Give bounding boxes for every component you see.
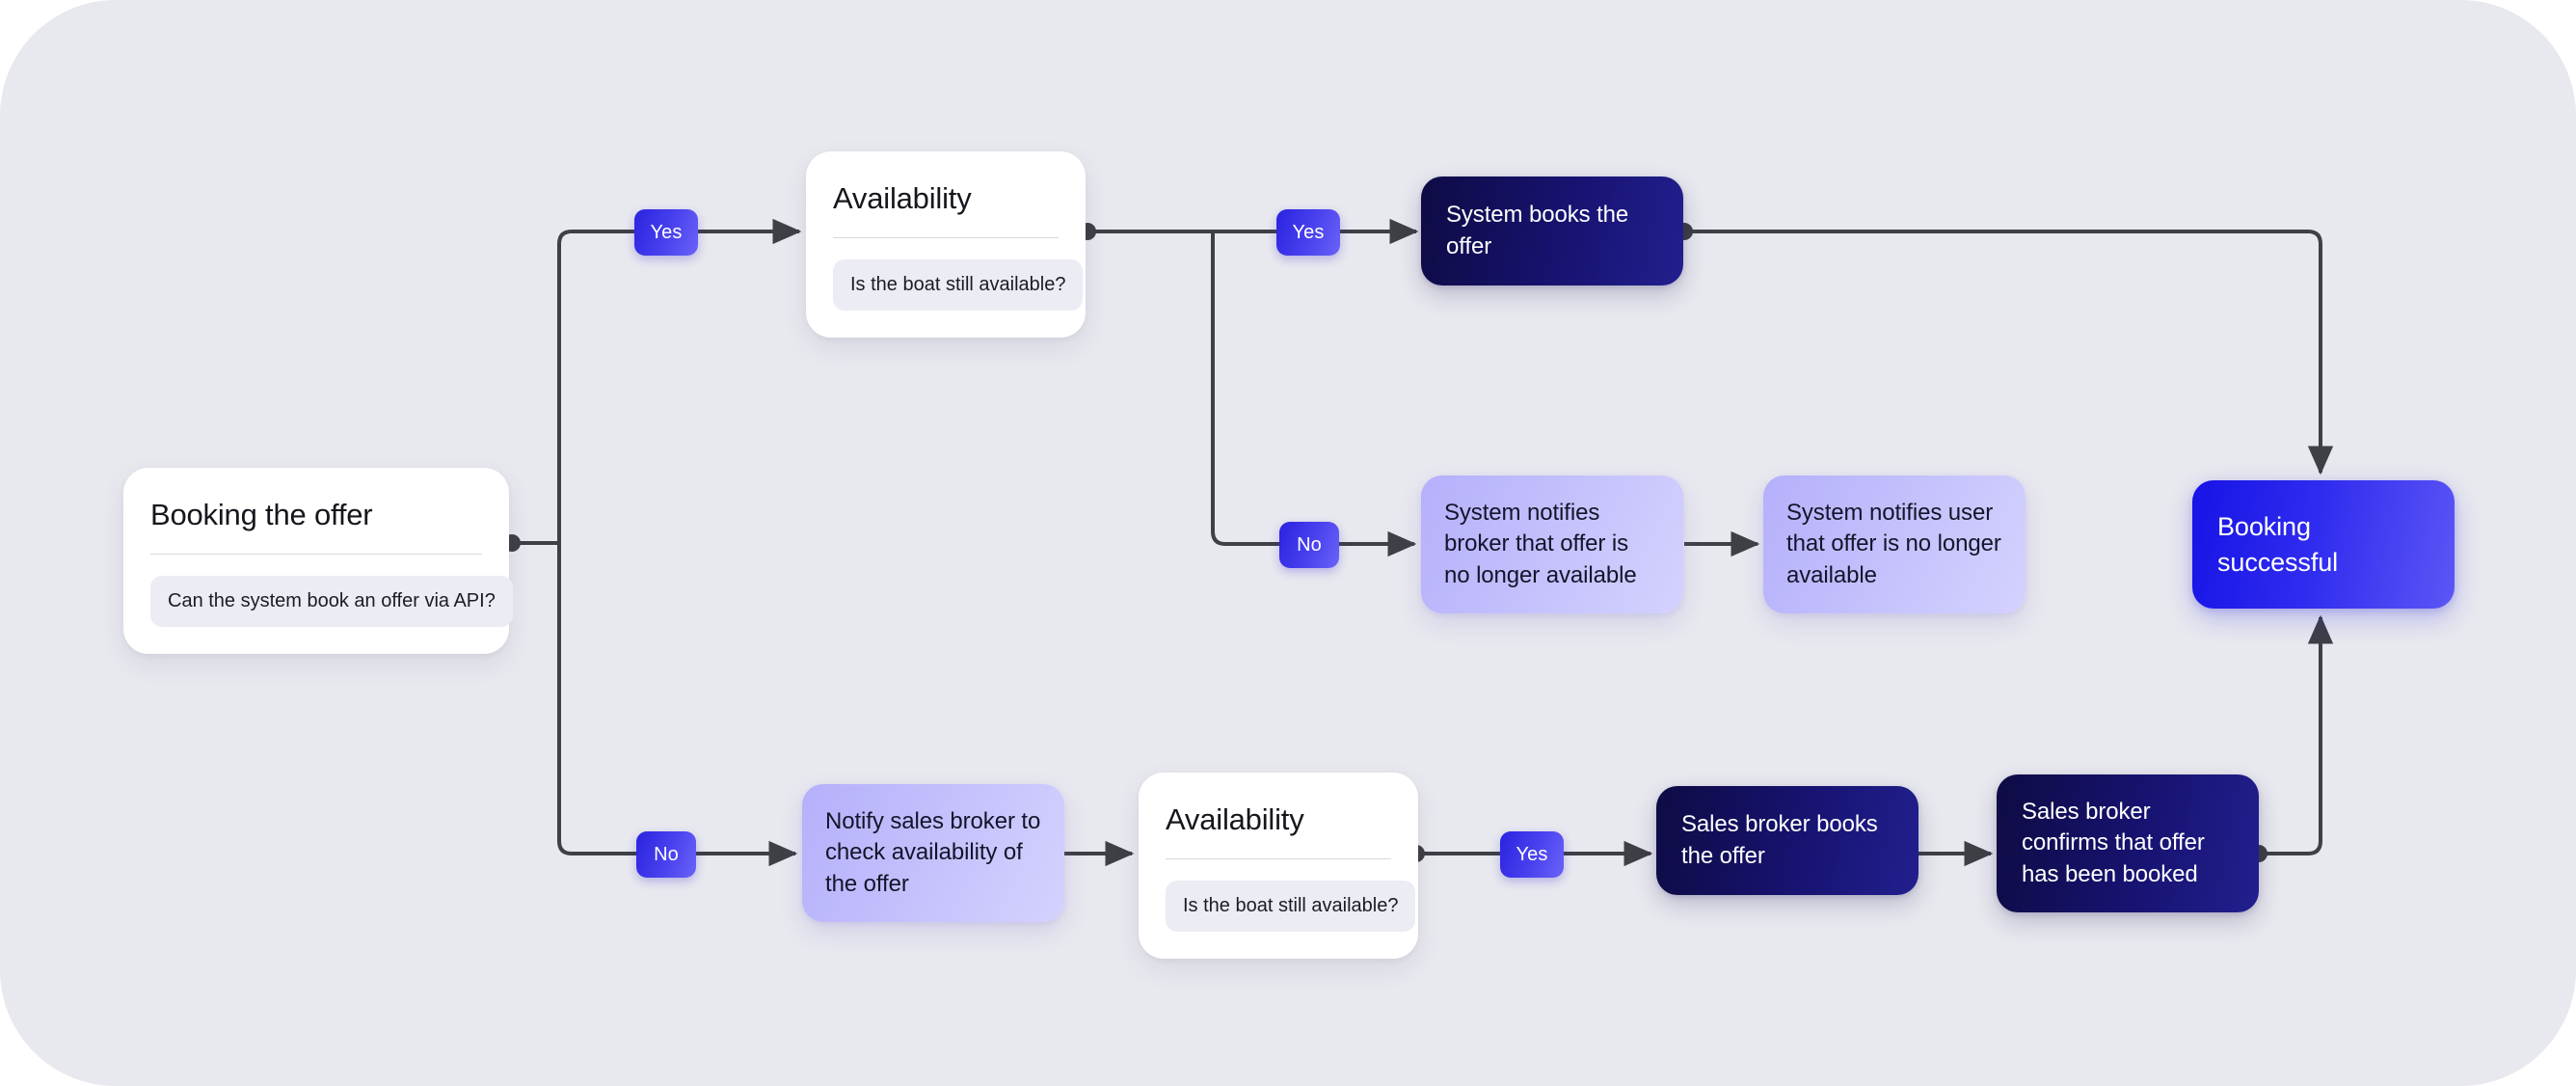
node-sales-broker-books[interactable]: Sales broker books the offer (1656, 786, 1919, 895)
badge-text: Yes (650, 222, 683, 243)
card-title: Booking the offer (150, 498, 373, 531)
edge-label-start-yes[interactable]: Yes (634, 209, 698, 256)
node-booking-the-offer[interactable]: Booking the offer Can the system book an… (123, 468, 513, 655)
node-label: Sales broker books the offer (1681, 811, 1878, 869)
node-label: System notifies broker that offer is no … (1444, 500, 1637, 588)
edge-system-books-to-booking-successful (1684, 230, 2334, 475)
badge-text: No (1297, 534, 1322, 556)
node-notify-user-unavailable[interactable]: System notifies user that offer is no lo… (1763, 475, 2026, 613)
card-title: Availability (833, 181, 972, 215)
card-divider (833, 237, 1059, 239)
edge-label-availability-top-no[interactable]: No (1279, 522, 1339, 568)
card-question-chip: Can the system book an offer via API? (150, 576, 513, 628)
card-question-chip: Is the boat still available? (1166, 881, 1416, 933)
node-label: Notify sales broker to check availabilit… (825, 808, 1041, 897)
node-availability-bottom[interactable]: Availability Is the boat still available… (1139, 773, 1418, 960)
edge-availability-top-no (1211, 231, 1417, 557)
edge-label-availability-bottom-yes[interactable]: Yes (1500, 831, 1564, 878)
node-label: System notifies user that offer is no lo… (1786, 500, 2001, 588)
node-availability-top[interactable]: Availability Is the boat still available… (806, 151, 1086, 339)
edge-start-no-to-notify-broker (557, 543, 798, 867)
node-sales-broker-confirms[interactable]: Sales broker confirms that offer has bee… (1997, 774, 2259, 912)
edge-label-start-no[interactable]: No (636, 831, 696, 878)
badge-text: Yes (1516, 844, 1548, 865)
badge-text: Yes (1292, 222, 1325, 243)
card-title: Availability (1166, 802, 1304, 836)
node-label: System books the offer (1446, 202, 1629, 259)
edge-label-availability-top-yes[interactable]: Yes (1276, 209, 1340, 256)
edge-start-yes-to-availability-top (557, 218, 802, 543)
node-booking-successful[interactable]: Booking successful (2192, 480, 2455, 609)
node-notify-broker-unavailable[interactable]: System notifies broker that offer is no … (1421, 475, 1683, 613)
node-system-books-the-offer[interactable]: System books the offer (1421, 176, 1683, 285)
card-divider (150, 554, 482, 556)
node-label: Sales broker confirms that offer has bee… (2022, 799, 2205, 887)
node-notify-sales-broker[interactable]: Notify sales broker to check availabilit… (802, 784, 1064, 922)
edge-confirms-to-booking-successful (2259, 614, 2334, 855)
card-divider (1166, 858, 1391, 860)
node-label: Booking successful (2217, 512, 2339, 577)
card-question-chip: Is the boat still available? (833, 259, 1084, 312)
badge-text: No (654, 844, 679, 865)
